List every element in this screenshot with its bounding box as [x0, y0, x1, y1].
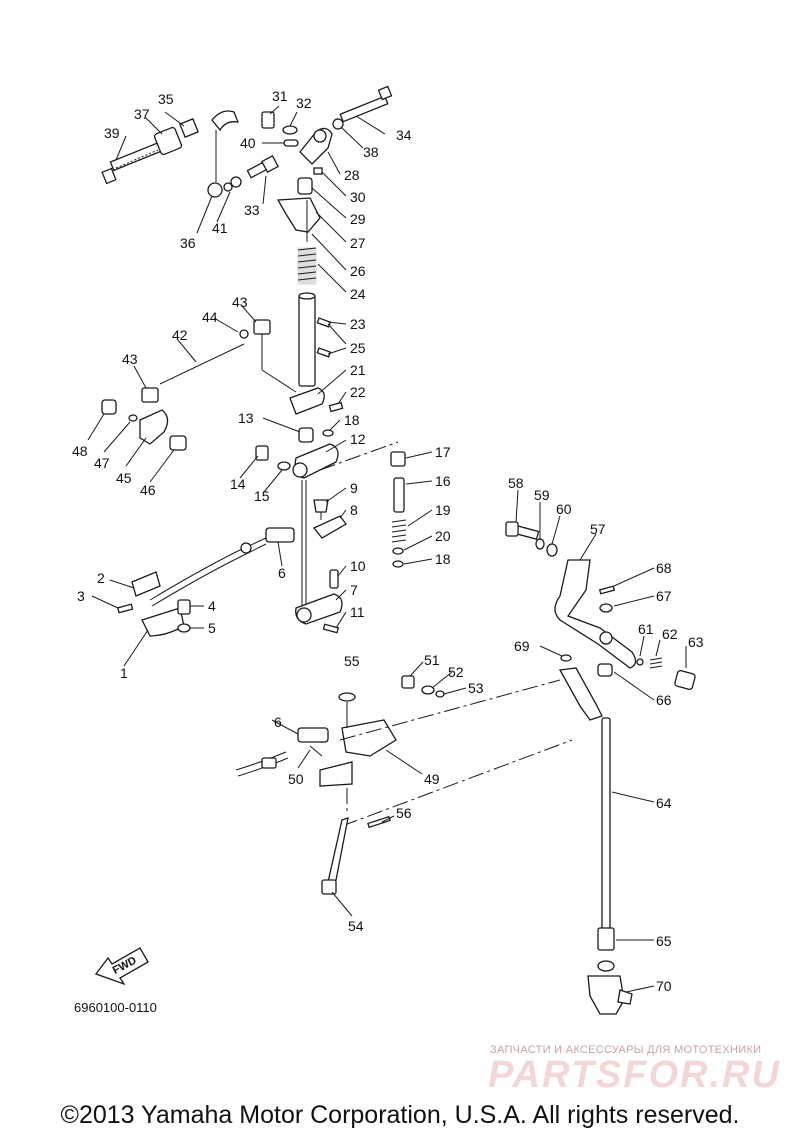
callout-labels: 1 2 3 4 5 6 7 8 9 10 11 12 13 14 15 16 1…: [72, 88, 704, 994]
callout-44: 44: [202, 309, 218, 325]
callout-19: 19: [435, 502, 451, 518]
callout-56: 56: [396, 805, 412, 821]
callout-43-top: 43: [232, 294, 248, 310]
callout-8: 8: [350, 502, 358, 518]
callout-70: 70: [656, 978, 672, 994]
callout-7: 7: [350, 582, 358, 598]
callout-52: 52: [448, 664, 464, 680]
spring-stack: [319, 441, 407, 568]
callout-11: 11: [350, 604, 365, 620]
callout-57: 57: [590, 521, 606, 537]
callout-66: 66: [656, 692, 672, 708]
callout-31: 31: [272, 88, 288, 104]
callout-35: 35: [158, 91, 174, 107]
callout-42: 42: [172, 327, 188, 343]
callout-20: 20: [435, 528, 451, 544]
callout-63: 63: [688, 634, 704, 650]
cable-bracket: [116, 537, 267, 637]
top-assembly: [101, 85, 393, 285]
callout-67: 67: [656, 588, 672, 604]
lower-assembly: [235, 675, 573, 895]
drawing-code: 6960100-0110: [74, 1000, 157, 1015]
callout-62: 62: [662, 626, 678, 642]
callout-26: 26: [350, 263, 366, 279]
shift-shaft: [255, 200, 347, 634]
callout-18-top: 18: [344, 412, 360, 428]
callout-40: 40: [240, 135, 256, 151]
callout-33: 33: [244, 202, 260, 218]
callout-64: 64: [656, 795, 672, 811]
callout-38: 38: [363, 144, 379, 160]
right-assembly: [505, 521, 696, 1015]
callout-59: 59: [534, 487, 550, 503]
callout-48: 48: [72, 443, 88, 459]
callout-51: 51: [424, 652, 440, 668]
callout-60: 60: [556, 501, 572, 517]
callout-5: 5: [208, 620, 216, 636]
callout-15: 15: [254, 488, 270, 504]
callout-24: 24: [350, 286, 366, 302]
callout-58: 58: [508, 475, 524, 491]
callout-29: 29: [350, 211, 366, 227]
callout-43-bottom: 43: [122, 351, 138, 367]
callout-23: 23: [350, 316, 366, 332]
callout-53: 53: [468, 680, 484, 696]
callout-1: 1: [120, 665, 128, 681]
callout-6-lower: 6: [274, 714, 282, 730]
callout-50: 50: [288, 771, 304, 787]
callout-27: 27: [350, 235, 366, 251]
callout-41: 41: [212, 220, 228, 236]
left-cluster: [101, 319, 297, 451]
callout-45: 45: [116, 470, 132, 486]
watermark-brand: PARTSFOR.RU: [488, 1054, 781, 1096]
callout-9: 9: [350, 480, 358, 496]
callout-4: 4: [208, 598, 216, 614]
callout-39: 39: [104, 125, 120, 141]
callout-36: 36: [180, 235, 196, 251]
callout-10: 10: [350, 558, 366, 574]
callout-65: 65: [656, 933, 672, 949]
callout-18-bottom: 18: [435, 551, 451, 567]
callout-68: 68: [656, 560, 672, 576]
leader-lines: [87, 105, 687, 993]
callout-30: 30: [350, 189, 366, 205]
callout-17: 17: [435, 444, 451, 460]
callout-12: 12: [350, 431, 366, 447]
callout-49: 49: [424, 771, 440, 787]
callout-28: 28: [344, 167, 360, 183]
callout-14: 14: [230, 476, 246, 492]
callout-69: 69: [514, 638, 530, 654]
callout-13: 13: [238, 410, 254, 426]
callout-2: 2: [97, 570, 105, 586]
callout-37: 37: [134, 106, 150, 122]
callout-3: 3: [77, 588, 85, 604]
callout-54: 54: [348, 918, 364, 934]
callout-32: 32: [296, 95, 312, 111]
callout-25: 25: [350, 340, 366, 356]
callout-16: 16: [435, 473, 451, 489]
callout-47: 47: [94, 455, 110, 471]
watermark-tagline: ЗАПЧАСТИ И АКСЕССУАРЫ ДЛЯ МОТОТЕХНИКИ: [490, 1044, 762, 1056]
callout-34: 34: [396, 127, 412, 143]
fwd-arrow-icon: FWD: [94, 947, 149, 986]
callout-22: 22: [350, 384, 366, 400]
callout-46: 46: [140, 482, 156, 498]
callout-6: 6: [278, 565, 286, 581]
callout-55: 55: [344, 653, 360, 669]
callout-61: 61: [638, 621, 654, 637]
copyright-notice: ©2013 Yamaha Motor Corporation, U.S.A. A…: [60, 1101, 740, 1129]
callout-21: 21: [350, 362, 366, 378]
